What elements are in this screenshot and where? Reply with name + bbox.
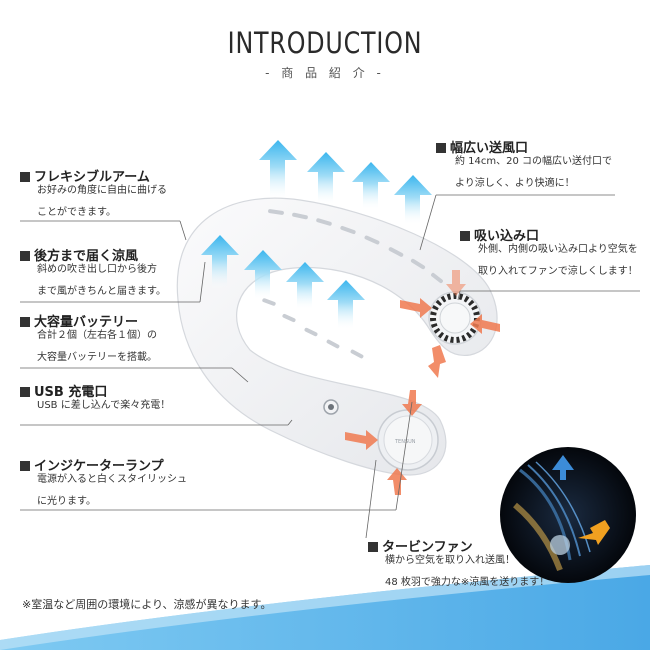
feature-title-turbine-fan: タービンファン bbox=[368, 536, 473, 555]
page-title: INTRODUCTION bbox=[227, 26, 423, 60]
feature-desc-indicator: 電源が入ると白くスタイリッシュ に光ります。 bbox=[37, 474, 187, 507]
feature-desc-rear-airflow: 斜めの吹き出し口から後方 まで風がきちんと届きます。 bbox=[37, 264, 166, 297]
feature-title-indicator: インジケーターランプ bbox=[20, 455, 164, 474]
bullet-square-icon bbox=[20, 387, 30, 397]
turbine-fan-inset-image bbox=[500, 447, 636, 583]
usb-port-icon bbox=[323, 399, 339, 415]
bullet-square-icon bbox=[20, 172, 30, 182]
feature-desc-wide-vent: 約 14cm、20 コの幅広い送付口で より涼しく、より快適に！ bbox=[455, 156, 613, 189]
bullet-square-icon bbox=[460, 231, 470, 241]
footnote: ※室温など周囲の環境により、涼感が異なります。 bbox=[22, 598, 272, 611]
intake-arrows-orange bbox=[345, 270, 500, 495]
feature-desc-flexible-arm: お好みの角度に自由に曲げる ことができます。 bbox=[37, 185, 167, 218]
feature-title-intake: 吸い込み口 bbox=[460, 225, 539, 244]
feature-desc-usb-port: USB に差し込んで楽々充電！ bbox=[37, 400, 171, 411]
lower-fan-cap-icon: TENSUN bbox=[377, 409, 439, 471]
bullet-square-icon bbox=[20, 461, 30, 471]
neck-fan-device: TENSUN bbox=[176, 197, 498, 476]
feature-desc-turbine-fan: 横から空気を取り入れ送風！ 48 枚羽で強力な※涼風を送ります！ bbox=[385, 555, 550, 588]
airflow-arrows-blue bbox=[201, 140, 432, 330]
bullet-square-icon bbox=[20, 317, 30, 327]
bullet-square-icon bbox=[368, 542, 378, 552]
page-subtitle: - 商 品 紹 介 - bbox=[265, 66, 385, 80]
feature-title-wide-vent: 幅広い送風口 bbox=[436, 137, 528, 156]
bullet-square-icon bbox=[20, 251, 30, 261]
svg-text:TENSUN: TENSUN bbox=[394, 439, 416, 445]
feature-title-rear-airflow: 後方まで届く涼風 bbox=[20, 245, 138, 264]
leader-lines bbox=[20, 194, 640, 539]
feature-desc-battery: 合計２個（左右各１個）の 大容量バッテリーを搭載。 bbox=[37, 330, 157, 363]
upper-intake-icon bbox=[428, 291, 482, 345]
feature-title-usb-port: USB 充電口 bbox=[20, 381, 107, 400]
feature-title-flexible-arm: フレキシブルアーム bbox=[20, 166, 150, 185]
feature-desc-intake: 外側、内側の吸い込み口より空気を 取り入れてファンで涼しくします！ bbox=[478, 244, 638, 277]
feature-title-battery: 大容量バッテリー bbox=[20, 311, 138, 330]
bullet-square-icon bbox=[436, 143, 446, 153]
